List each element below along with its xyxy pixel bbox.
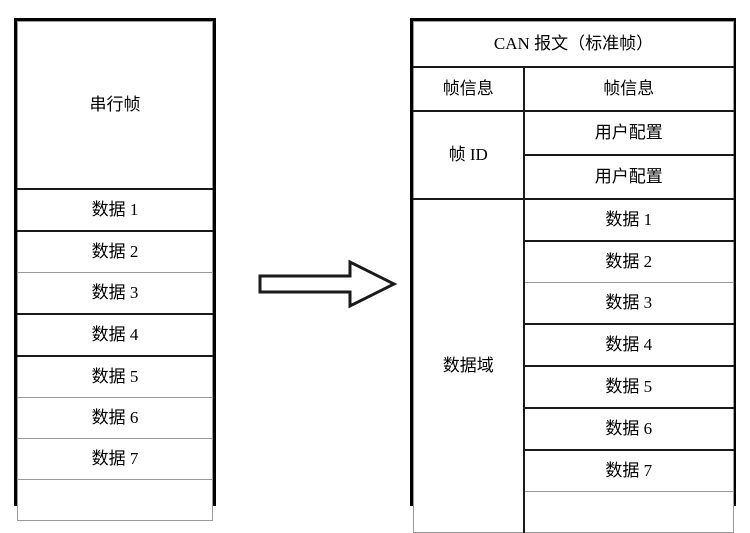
serial-frame-trailing-empty-cell <box>17 479 213 521</box>
table-row: 帧 ID 用户配置 <box>413 110 734 200</box>
can-value-data-2: 数据 2 <box>523 240 734 283</box>
table-row: 数据 2 <box>414 240 734 283</box>
serial-frame-data-1: 数据 1 <box>17 188 213 232</box>
table-row: 数据 2 <box>17 230 213 273</box>
can-value-data-4: 数据 4 <box>523 323 734 367</box>
table-row: 数据 3 <box>17 272 213 315</box>
serial-frame-data-4: 数据 4 <box>17 313 213 357</box>
serial-frame-data-3: 数据 3 <box>17 272 213 315</box>
table-row: 数据域 数据 1 <box>413 198 734 533</box>
table-row: 数据 4 <box>414 323 734 367</box>
table-row: 数据 1 <box>17 188 213 232</box>
table-row: 数据 5 <box>414 365 734 409</box>
table-row: 数据 4 <box>17 313 213 357</box>
table-row: 数据 6 <box>17 397 213 439</box>
table-row: 帧信息 帧信息 <box>413 66 734 112</box>
serial-frame-header-cell: 串行帧 <box>17 21 213 190</box>
table-row: 用户配置 <box>414 154 734 200</box>
right-block-arrow-icon <box>258 258 398 310</box>
can-message-header-row: CAN 报文（标准帧） <box>413 21 734 68</box>
serial-frame-data-5: 数据 5 <box>17 355 213 398</box>
can-value-data-7: 数据 7 <box>523 449 734 492</box>
serial-frame-data-7: 数据 7 <box>17 438 213 480</box>
table-row: 数据 3 <box>414 282 734 325</box>
can-value-data-6: 数据 6 <box>523 407 734 451</box>
can-message-header-cell: CAN 报文（标准帧） <box>413 21 734 68</box>
can-value-frame-id-1: 用户配置 <box>523 110 734 156</box>
can-value-data-1: 数据 1 <box>523 198 734 242</box>
can-section-label-frame-id: 帧 ID <box>413 110 525 200</box>
table-row: 数据 7 <box>17 438 213 480</box>
can-message-grid: CAN 报文（标准帧） 帧信息 帧信息 帧 ID 用户配置 用户配置 数据域 数… <box>413 21 734 533</box>
can-message-table: CAN 报文（标准帧） 帧信息 帧信息 帧 ID 用户配置 用户配置 数据域 数… <box>410 18 736 533</box>
serial-frame-data-2: 数据 2 <box>17 230 213 273</box>
serial-frame-table: 串行帧 数据 1 数据 2 数据 3 数据 4 数据 5 数据 6 数据 7 <box>14 18 216 521</box>
can-section-label-data-field: 数据域 <box>413 198 525 533</box>
can-value-frame-info: 帧信息 <box>523 66 734 112</box>
serial-frame-grid: 串行帧 数据 1 数据 2 数据 3 数据 4 数据 5 数据 6 数据 7 <box>17 21 213 521</box>
can-section-label-frame-info: 帧信息 <box>413 66 525 112</box>
can-value-data-3: 数据 3 <box>523 282 734 325</box>
can-value-trailing-empty-cell <box>523 491 734 533</box>
table-row: 数据 5 <box>17 355 213 398</box>
table-row <box>17 479 213 521</box>
can-value-frame-id-2: 用户配置 <box>523 154 734 200</box>
serial-frame-data-6: 数据 6 <box>17 397 213 439</box>
table-row: 数据 7 <box>414 449 734 492</box>
can-value-data-5: 数据 5 <box>523 365 734 409</box>
table-row: 数据 6 <box>414 407 734 451</box>
serial-frame-header-row: 串行帧 <box>17 21 213 190</box>
